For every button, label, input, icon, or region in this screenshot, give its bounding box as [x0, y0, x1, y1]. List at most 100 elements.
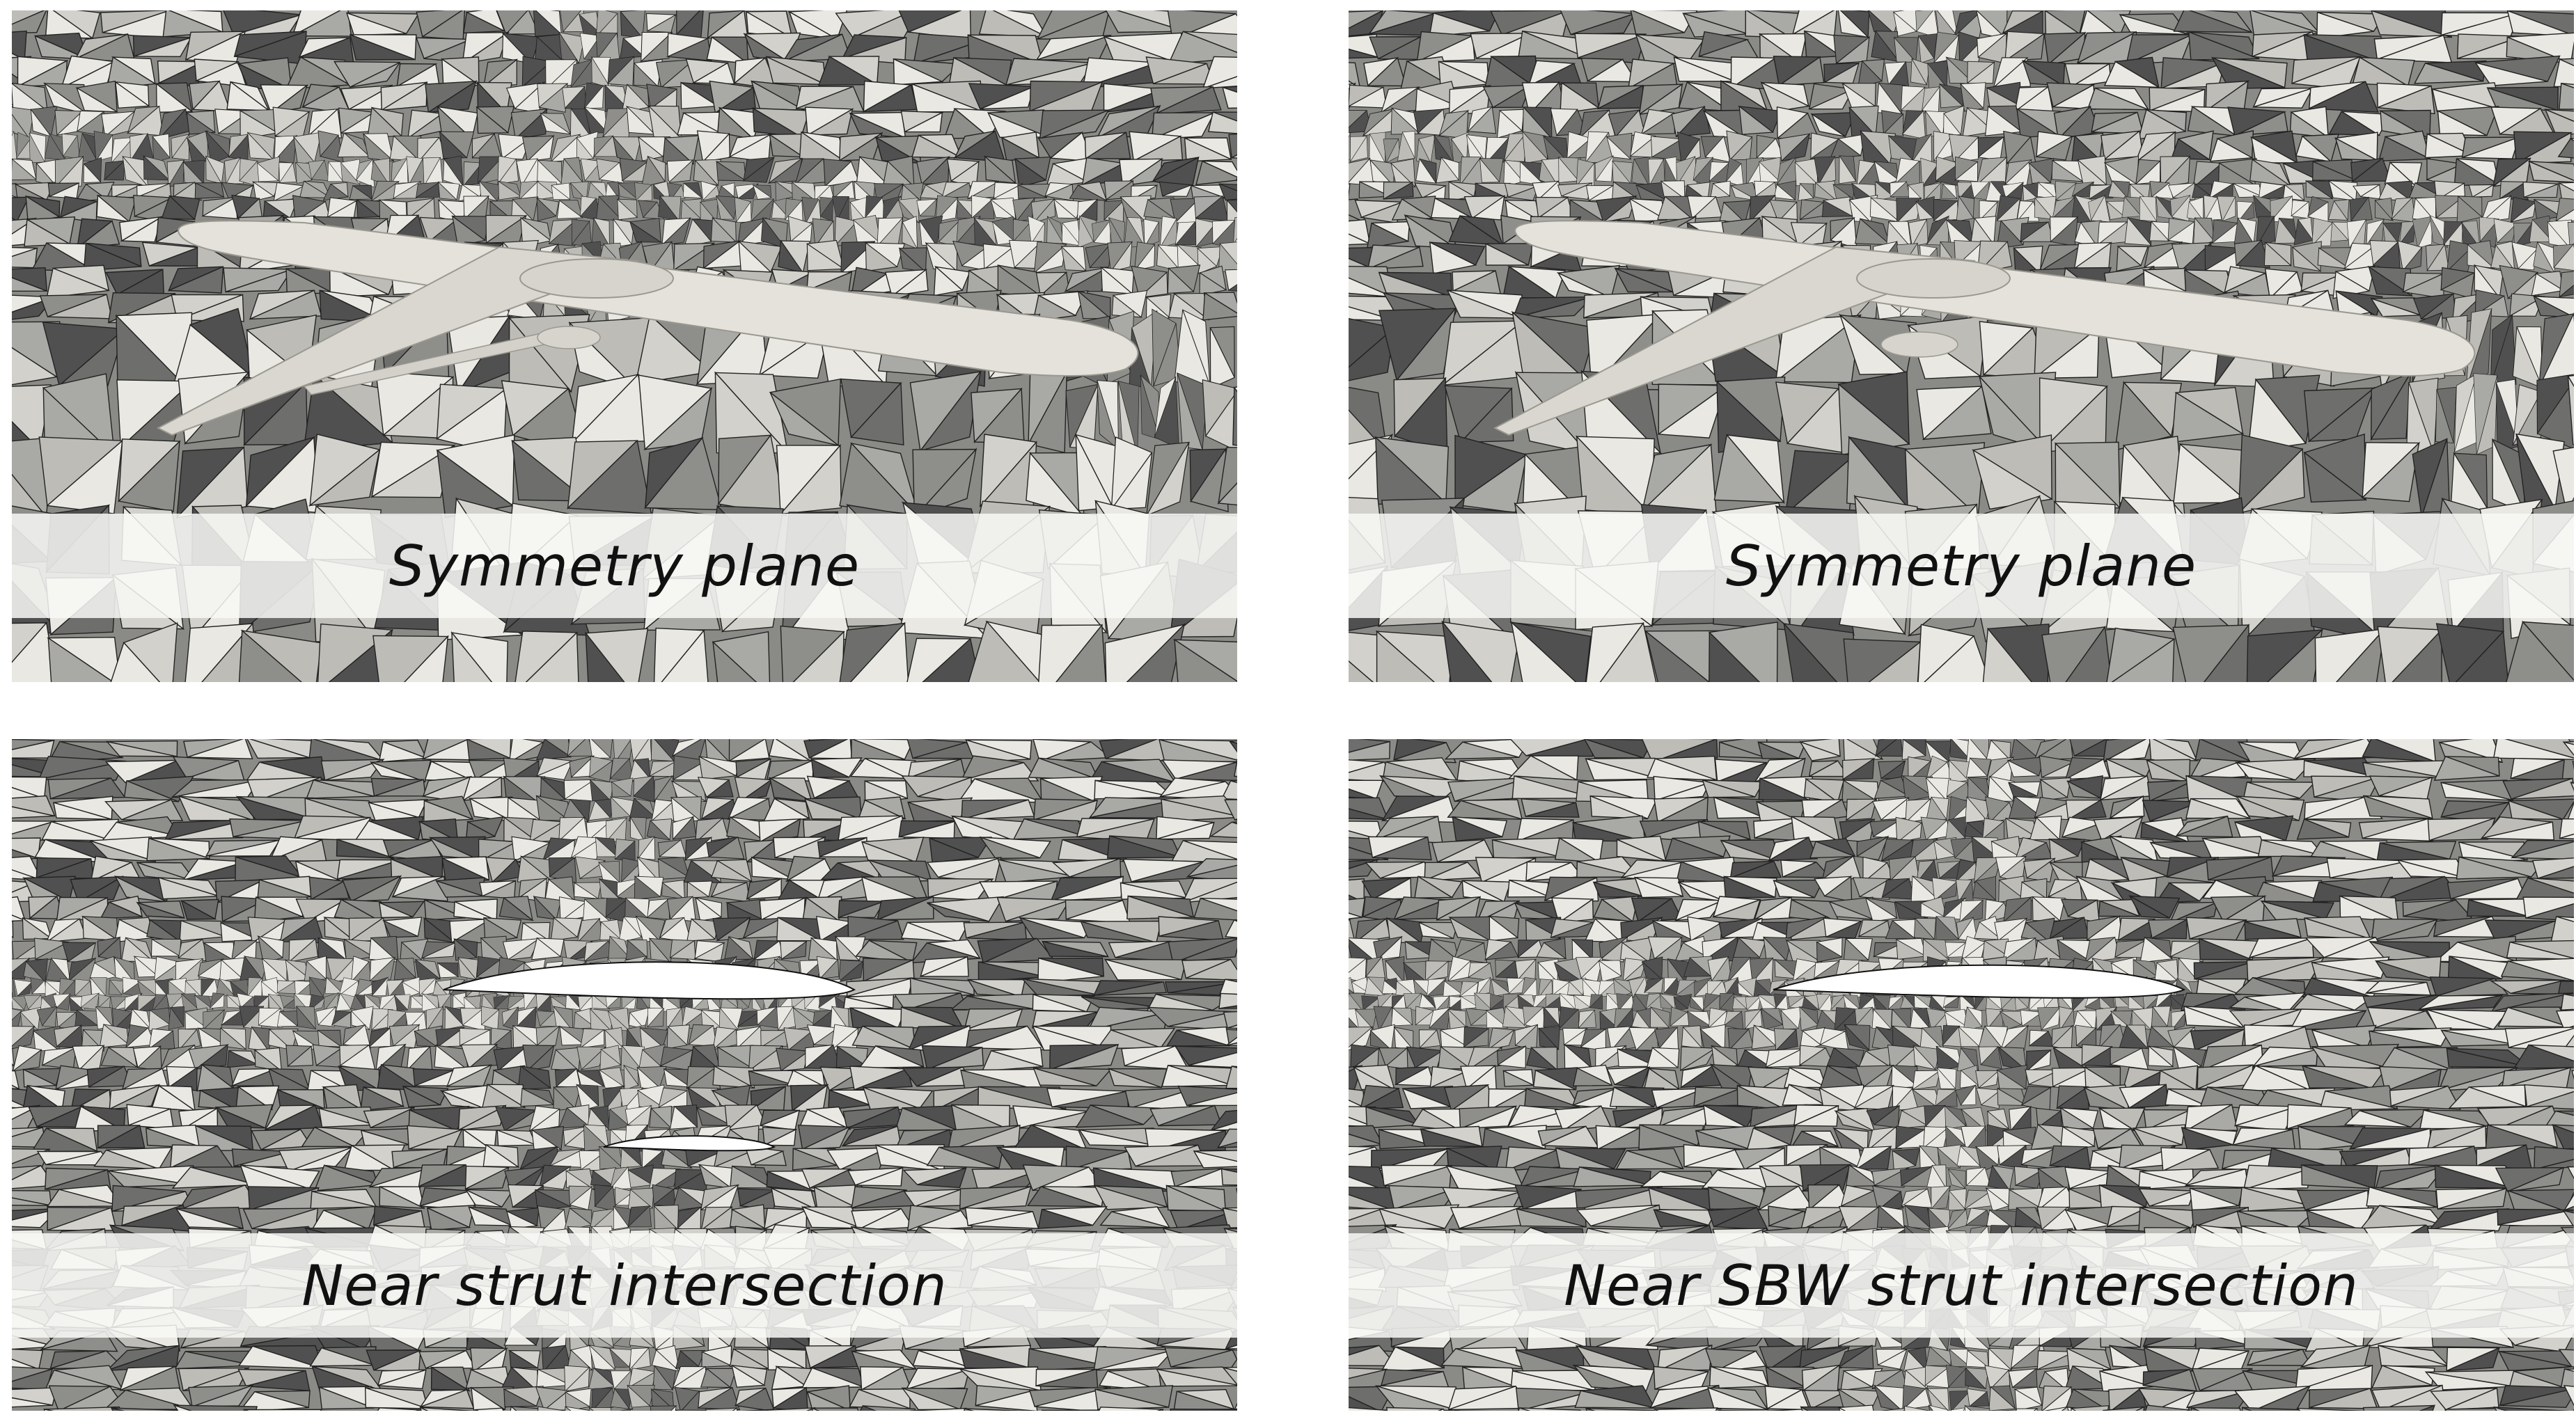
mesh-cell: [1217, 482, 1237, 506]
mesh-cell: [12, 1010, 22, 1029]
mesh-cell: [46, 1189, 122, 1208]
mesh-cell: [961, 799, 1035, 821]
mesh-cell: [205, 839, 281, 857]
mesh-cell: [1202, 76, 1237, 89]
mesh-cell: [1195, 160, 1237, 186]
mesh-cell: [1097, 380, 1120, 450]
mesh-cell: [608, 1347, 630, 1368]
mesh-cell: [2263, 242, 2292, 267]
mesh-cell: [12, 131, 17, 160]
mesh-cell: [462, 11, 507, 34]
mesh-cell: [1234, 757, 1237, 777]
mesh-cell: [2531, 273, 2565, 296]
mesh-cell: [1211, 1121, 1237, 1131]
panel-caption: Symmetry plane: [388, 533, 861, 599]
mesh-cell: [911, 83, 984, 113]
mesh-cell: [12, 915, 26, 922]
mesh-cell: [804, 992, 821, 1011]
mesh-cell: [646, 820, 671, 841]
mesh-cell: [1075, 1104, 1144, 1128]
mesh-cell: [663, 1068, 692, 1088]
mesh-cell: [686, 881, 710, 899]
mesh-cell: [2135, 160, 2161, 185]
mesh-cell: [1691, 196, 1723, 219]
mesh-cell: [1159, 218, 1178, 248]
mesh-cell: [2116, 245, 2142, 272]
mesh-cell: [1874, 739, 1904, 757]
mesh-cell: [1060, 245, 1087, 271]
mesh-cell: [670, 1404, 677, 1411]
mesh-cell: [1186, 958, 1237, 981]
mesh-cell: [588, 1344, 616, 1370]
mesh-cell: [1124, 1045, 1190, 1071]
mesh-cell: [1890, 181, 1910, 198]
mesh-cell: [997, 859, 1074, 883]
mesh-cell: [99, 1024, 129, 1048]
mesh-cell: [423, 917, 456, 944]
mesh-cell: [751, 1150, 787, 1166]
mesh-cell: [696, 1107, 732, 1126]
mesh-cell: [629, 1347, 651, 1370]
mesh-cell: [1168, 31, 1237, 65]
mesh-cell: [746, 878, 782, 900]
mesh-cell: [856, 1208, 914, 1231]
mesh-cell: [735, 200, 752, 223]
mesh-cell: [402, 1085, 442, 1108]
mesh-cell: [1039, 741, 1113, 762]
mesh-cell: [768, 739, 812, 762]
mesh-cell: [669, 1105, 698, 1130]
mesh-cell: [1358, 181, 1390, 199]
mesh-cell: [243, 1409, 249, 1411]
mesh-cell: [1167, 267, 1195, 294]
mesh-cell: [695, 896, 723, 921]
mesh-cell: [45, 958, 71, 983]
mesh-cell: [536, 739, 572, 761]
mesh-cell: [309, 1347, 375, 1367]
mesh-cell: [1917, 35, 1935, 63]
mesh-cell: [1218, 1141, 1237, 1148]
mesh-cell: [537, 1406, 567, 1411]
mesh-cell: [2328, 111, 2381, 136]
mesh-cell: [585, 631, 625, 682]
mesh-cell: [1161, 798, 1237, 823]
mesh-cell: [356, 199, 380, 219]
mesh-cell: [765, 56, 826, 86]
mesh-cell: [1162, 184, 1193, 197]
mesh-cell: [589, 739, 611, 759]
mesh-cell: [1982, 627, 2032, 682]
mesh-cell: [2091, 111, 2144, 134]
mesh-cell: [1165, 1029, 1230, 1047]
mesh-cell: [583, 1124, 610, 1152]
mesh-cell: [1032, 1067, 1097, 1086]
mesh-cell: [2414, 62, 2483, 84]
mesh-cell: [783, 33, 851, 63]
mesh-cell: [769, 133, 805, 158]
mesh-cell: [466, 739, 511, 761]
mesh-cell: [12, 1348, 44, 1370]
mesh-cell: [2544, 108, 2574, 135]
mesh-cell: [1104, 958, 1181, 981]
mesh-cell: [1012, 818, 1087, 840]
mesh-cell: [349, 185, 373, 200]
mesh-cell: [711, 860, 753, 882]
mesh-cell: [318, 1107, 375, 1128]
mesh-cell: [1558, 156, 1579, 183]
mesh-cell: [118, 440, 180, 512]
mesh-cell: [1041, 940, 1108, 958]
mesh-cell: [613, 218, 633, 248]
mesh-cell: [1227, 1024, 1237, 1029]
mesh-cell: [168, 266, 224, 294]
mesh-cell: [1209, 821, 1237, 839]
mesh-cell: [2562, 741, 2574, 757]
mesh-cell: [285, 959, 311, 982]
mesh-cell: [80, 992, 100, 1010]
mesh-cell: [1454, 453, 1527, 514]
mesh-cell: [103, 159, 125, 181]
mesh-cell: [764, 1128, 796, 1146]
mesh-cell: [1510, 621, 1577, 682]
mesh-cell: [1124, 216, 1145, 248]
mesh-cell: [717, 106, 755, 140]
mesh-cell: [1156, 1368, 1237, 1387]
mesh-cell: [617, 198, 638, 221]
mesh-cell: [12, 1047, 15, 1067]
